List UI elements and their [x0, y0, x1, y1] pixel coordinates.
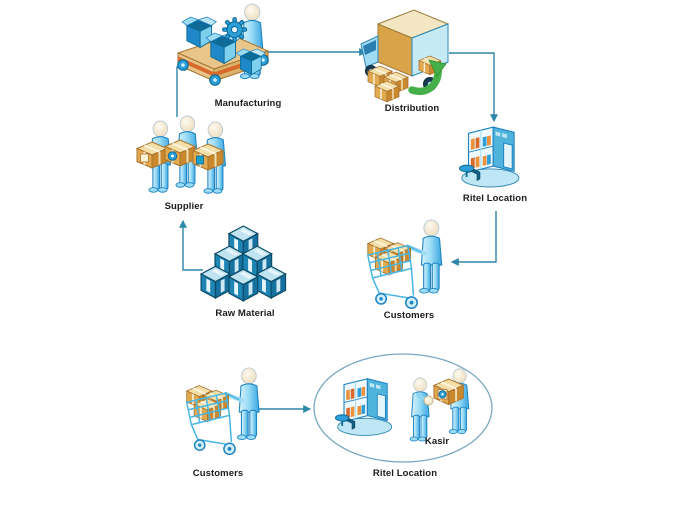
supplier-icon	[136, 115, 227, 194]
manufacturing-label: Manufacturing	[214, 98, 282, 109]
ritel-location-top-label: Ritel Location	[462, 193, 528, 204]
distribution-icon	[360, 9, 450, 103]
arrow-ritel-location-to-customers	[450, 211, 497, 266]
supplier-label: Supplier	[164, 201, 204, 212]
manufacturing-icon	[176, 3, 270, 86]
distribution-label: Distribution	[384, 103, 440, 114]
arrow-supplier-to-manufacturing	[176, 63, 193, 117]
ritel-location-bottom-label: Ritel Location	[372, 468, 438, 479]
kasir-person-icon	[409, 377, 434, 442]
ritel-location-ellipse	[313, 353, 493, 463]
ritel-location-top-icon	[458, 126, 520, 188]
customers-mid-icon	[368, 220, 442, 308]
customers-bottom-label: Customers	[192, 468, 244, 479]
ritel-location-bottom-kiosk-icon	[334, 377, 393, 437]
arrow-raw-material-to-supplier	[179, 219, 203, 271]
customers-bottom-icon	[187, 368, 259, 455]
kasir-label: Kasir	[424, 436, 450, 447]
raw-material-label: Raw Material	[215, 308, 275, 319]
flow-arrows	[176, 48, 498, 413]
raw-material-icon	[200, 225, 287, 302]
ritel-location-bottom-scene	[334, 368, 470, 442]
gear-icon	[222, 17, 248, 43]
arrow-distribution-to-ritel-location	[449, 52, 498, 123]
box-carrier-person-icon	[433, 368, 470, 435]
customers-mid-label: Customers	[383, 310, 435, 321]
